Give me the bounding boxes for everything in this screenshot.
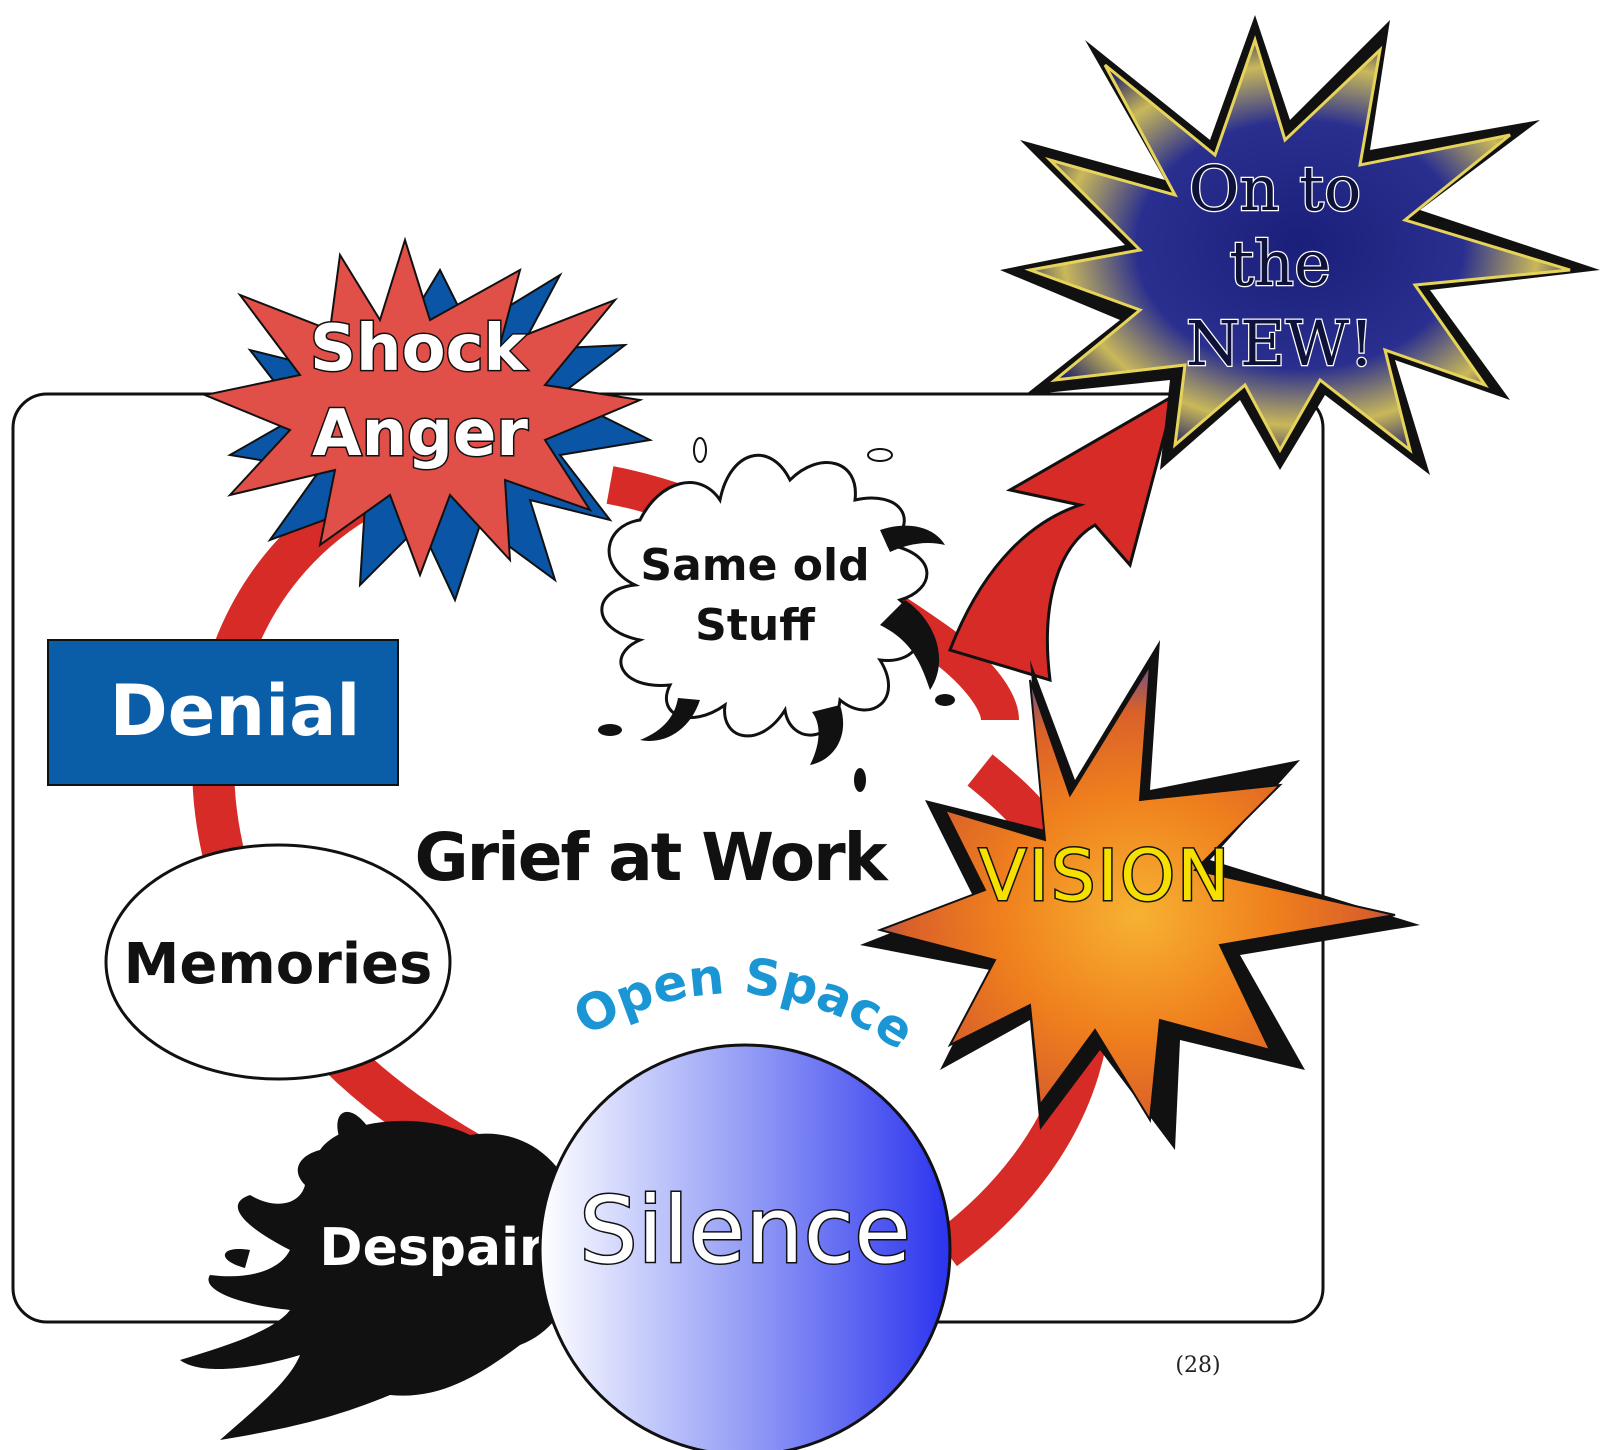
new-burst: On to the NEW! bbox=[1000, 15, 1600, 475]
same-old-label: Same old bbox=[640, 540, 869, 591]
diagram-title: Grief at Work bbox=[414, 819, 889, 896]
page-number: (28) bbox=[1175, 1353, 1220, 1378]
denial-box: Denial bbox=[47, 639, 399, 786]
vision-burst: VISION bbox=[860, 640, 1420, 1150]
despair-label: Despair bbox=[319, 1218, 545, 1278]
new-label-line1: On to bbox=[1189, 152, 1362, 225]
memories-label: Memories bbox=[124, 932, 433, 997]
same-old-stuff-splash: Same old Stuff bbox=[598, 437, 955, 792]
silence-label: Silence bbox=[579, 1177, 911, 1284]
anger-label: Anger bbox=[312, 397, 528, 471]
despair-blot: Despair bbox=[180, 1111, 581, 1440]
stuff-label: Stuff bbox=[695, 600, 816, 651]
vision-label: VISION bbox=[978, 835, 1231, 917]
silence-circle: Silence bbox=[538, 1043, 952, 1450]
new-label-line2: the bbox=[1229, 227, 1331, 300]
new-label-line3: NEW! bbox=[1186, 307, 1374, 380]
shock-label: Shock bbox=[310, 312, 528, 386]
shock-anger-burst: Shock Anger bbox=[201, 236, 654, 603]
memories-ellipse: Memories bbox=[104, 843, 452, 1081]
denial-label: Denial bbox=[110, 670, 361, 752]
arrow-to-new bbox=[948, 391, 1178, 683]
